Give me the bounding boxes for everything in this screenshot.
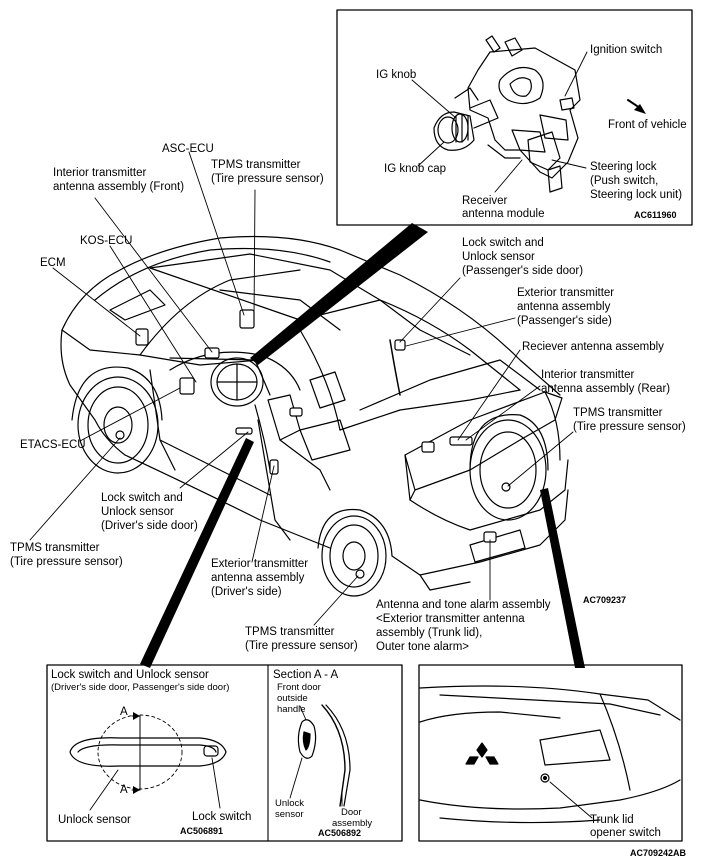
front-of-vehicle-label: Front of vehicle [608, 119, 687, 131]
ecm-label: ECM [40, 257, 66, 269]
section-unlock-label: Unlock [275, 798, 305, 809]
ext-driver-label: Exterior transmitter [211, 558, 309, 570]
tpms-front-label-2: (Tire pressure sensor) [211, 173, 324, 185]
etacs-ecu-label: ETACS-ECU [20, 439, 86, 451]
lock-passenger-label-3: (Passenger's side door) [462, 265, 584, 277]
trunk-opener-label-2: opener switch [590, 827, 661, 839]
ext-driver-label-2: antenna assembly [211, 572, 305, 584]
trunk-callout-pointer [540, 488, 585, 668]
interior-front-label: Interior transmitter [53, 167, 147, 179]
asc-ecu-label: ASC-ECU [162, 143, 214, 155]
handle-callout-subtitle: (Driver's side door, Passenger's side do… [51, 682, 230, 693]
ignition-callout-code: AC611960 [634, 210, 677, 220]
section-marker-top: A [120, 706, 128, 718]
ignition-leader-lines [411, 51, 588, 193]
kos-ecu-label: KOS-ECU [80, 235, 133, 247]
unlock-sensor-label: Unlock sensor [58, 814, 131, 826]
trunk-lid-drawing [419, 685, 681, 824]
tpms-left-label-2: (Tire pressure sensor) [10, 556, 123, 568]
lock-passenger-label-2: Unlock sensor [462, 251, 535, 263]
ig-knob-cap-label: IG knob cap [384, 163, 447, 175]
handle-callout-frame [46, 664, 403, 842]
tpms-front-label: TPMS transmitter [211, 159, 301, 171]
section-title: Section A - A [273, 669, 339, 681]
handle-callout-pointer [140, 438, 254, 668]
front-door-handle-label-2: outside [277, 693, 308, 704]
section-marker-bottom: A [120, 784, 128, 796]
vehicle-outline [60, 235, 569, 597]
section-callout-code: AC506892 [318, 828, 362, 838]
lock-driver-label: Lock switch and [101, 492, 183, 504]
ext-passenger-label: Exterior transmitter [517, 287, 615, 299]
ext-passenger-label-3: (Passenger's side) [517, 315, 612, 327]
ext-passenger-label-2: antenna assembly [517, 301, 611, 313]
ignition-switch-label: Ignition switch [590, 44, 663, 56]
section-a-drawing [289, 704, 351, 807]
steering-lock-label-3: Steering lock unit) [590, 189, 683, 201]
ext-driver-label-3: (Driver's side) [211, 586, 282, 598]
lock-driver-label-2: Unlock sensor [101, 506, 174, 518]
tpms-left-label: TPMS transmitter [10, 542, 100, 554]
door-handle-drawing [69, 712, 227, 811]
lock-passenger-label: Lock switch and [462, 237, 544, 249]
receiver-module-label: Receiver [462, 195, 508, 207]
ignition-callout-frame [336, 9, 693, 226]
ignition-switch-drawing [433, 35, 646, 193]
interior-front-label-2: antenna assembly (Front) [53, 181, 185, 193]
tpms-bottom-label-2: (Tire pressure sensor) [245, 640, 358, 652]
interior-rear-label: Interior transmitter [541, 369, 635, 381]
tpms-rear-label-2: (Tire pressure sensor) [573, 421, 686, 433]
section-unlock-label-2: sensor [275, 809, 304, 820]
lock-driver-label-3: (Driver's side door) [101, 520, 198, 532]
steering-lock-label-2: (Push switch, [590, 175, 659, 187]
interior-rear-label-2: antenna assembly (Rear) [541, 383, 671, 395]
front-door-handle-label-3: handle [277, 704, 306, 715]
door-assembly-label: Door [341, 807, 362, 818]
trunk-opener-label: Trunk lid [590, 814, 634, 826]
front-door-handle-label: Front door [277, 682, 321, 693]
component-markers [115, 309, 511, 579]
receiver-antenna-label: Reciever antenna assembly [522, 341, 664, 353]
ig-knob-label: IG knob [376, 69, 417, 81]
receiver-module-label-2: antenna module [462, 208, 545, 220]
lock-switch-label: Lock switch [192, 811, 252, 823]
handle-callout-title: Lock switch and Unlock sensor [51, 669, 209, 681]
trunk-callout-frame [418, 664, 683, 842]
door-assembly-label-2: assembly [332, 818, 373, 829]
tpms-bottom-label: TPMS transmitter [245, 626, 335, 638]
ignition-callout-pointer [250, 223, 428, 365]
tpms-rear-label: TPMS transmitter [573, 407, 663, 419]
antenna-tone-label-2: <Exterior transmitter antenna [376, 613, 525, 625]
footer-code: AC709242AB [630, 848, 687, 858]
antenna-tone-label-4: Outer tone alarm> [376, 641, 470, 653]
handle-callout-code: AC506891 [180, 826, 224, 836]
antenna-tone-label-3: assembly (Trunk lid), [376, 627, 483, 639]
main-leader-lines [29, 151, 574, 626]
antenna-tone-label: Antenna and tone alarm assembly [376, 599, 551, 611]
main-diagram-code: AC709237 [583, 595, 627, 605]
steering-lock-label: Steering lock [590, 161, 657, 173]
